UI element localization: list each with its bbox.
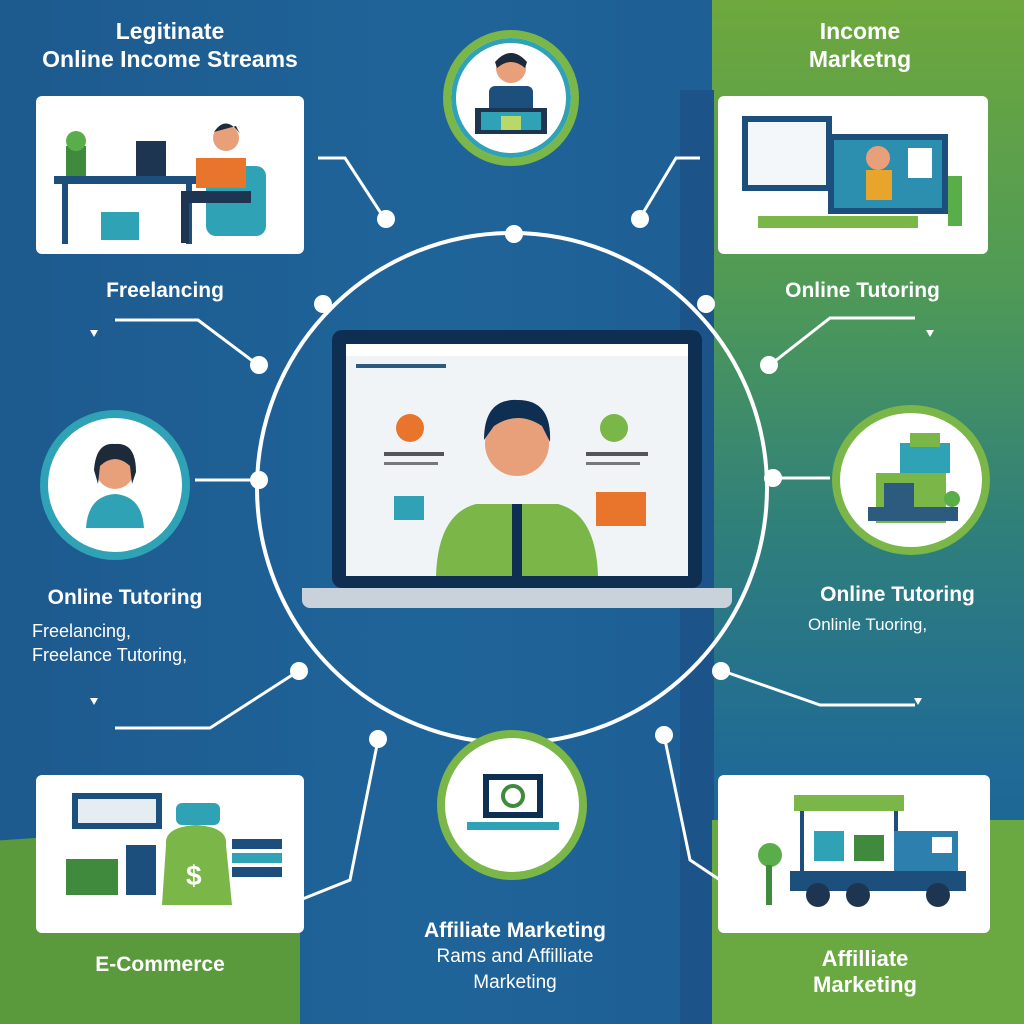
left-sub-1: Freelancing, (32, 621, 132, 641)
ecommerce-label: E-Commerce (95, 953, 225, 976)
node-dot (377, 210, 395, 228)
person-top-circle (443, 30, 579, 166)
online-tutoring-label: Online Tutoring (785, 279, 940, 302)
arrow-marker (914, 698, 922, 705)
affiliate-right-label: Affilliate Marketing (770, 946, 960, 999)
title-top-left: Legitinate Online Income Streams (20, 18, 320, 73)
tutoring-card (718, 96, 988, 254)
woman-avatar-icon (86, 443, 144, 528)
affiliate-center-title: Affiliate Marketing (423, 919, 607, 942)
left-sub-2: Freelance Tutoring, (32, 645, 188, 665)
affiliate-center-sub-1: Rams and Affilliate (436, 946, 594, 967)
payment-device-icon (868, 433, 960, 523)
node-dot (697, 295, 715, 313)
node-dot (250, 356, 268, 374)
money-bag-and-envelope-icon: $ (66, 793, 282, 905)
node-dot (764, 469, 782, 487)
delivery-truck-icon (758, 795, 966, 907)
center-laptop (332, 330, 702, 588)
affiliate-card (718, 775, 990, 933)
right-sub: Onlinle Tuoring, (808, 615, 928, 634)
node-dot (369, 730, 387, 748)
node-dot (250, 471, 268, 489)
arrow-marker (926, 330, 934, 337)
node-dot (712, 662, 730, 680)
title-line-1: Legitinate (115, 18, 225, 44)
online-tutoring-right-label: Online Tutoring (820, 583, 975, 606)
title-top-right: Income Marketng (760, 18, 960, 73)
ecommerce-card: $ (36, 775, 304, 933)
svg-text:$: $ (186, 860, 202, 891)
node-dot (314, 295, 332, 313)
node-dot (290, 662, 308, 680)
affiliate-right-line-1: Affilliate (821, 946, 909, 971)
person-at-laptop-icon (475, 53, 547, 134)
node-dot (631, 210, 649, 228)
freelancing-label: Freelancing (106, 279, 224, 302)
title-line-1: Income (819, 18, 901, 44)
node-dot (505, 225, 523, 243)
online-tutoring-left-label: Online Tutoring (47, 586, 203, 609)
laptop-icon (467, 774, 559, 830)
title-line-2: Marketng (808, 45, 912, 72)
presenter-illustration (346, 344, 688, 576)
woman-avatar-circle (40, 410, 190, 560)
affiliate-center-sub-2: Marketing (473, 972, 557, 993)
laptop-circle (437, 730, 587, 880)
payment-device-circle (832, 405, 990, 555)
person-at-desk-icon (54, 123, 266, 244)
node-dot (655, 726, 673, 744)
laptop-base (302, 588, 732, 608)
laptop-screen (346, 344, 688, 576)
node-dot (760, 356, 778, 374)
tutor-with-monitors-icon (742, 116, 962, 228)
affiliate-right-line-2: Marketing (813, 972, 917, 998)
arrow-marker (90, 330, 98, 337)
freelancing-card (36, 96, 304, 254)
arrow-marker (90, 698, 98, 705)
title-line-2: Online Income Streams (42, 45, 298, 72)
